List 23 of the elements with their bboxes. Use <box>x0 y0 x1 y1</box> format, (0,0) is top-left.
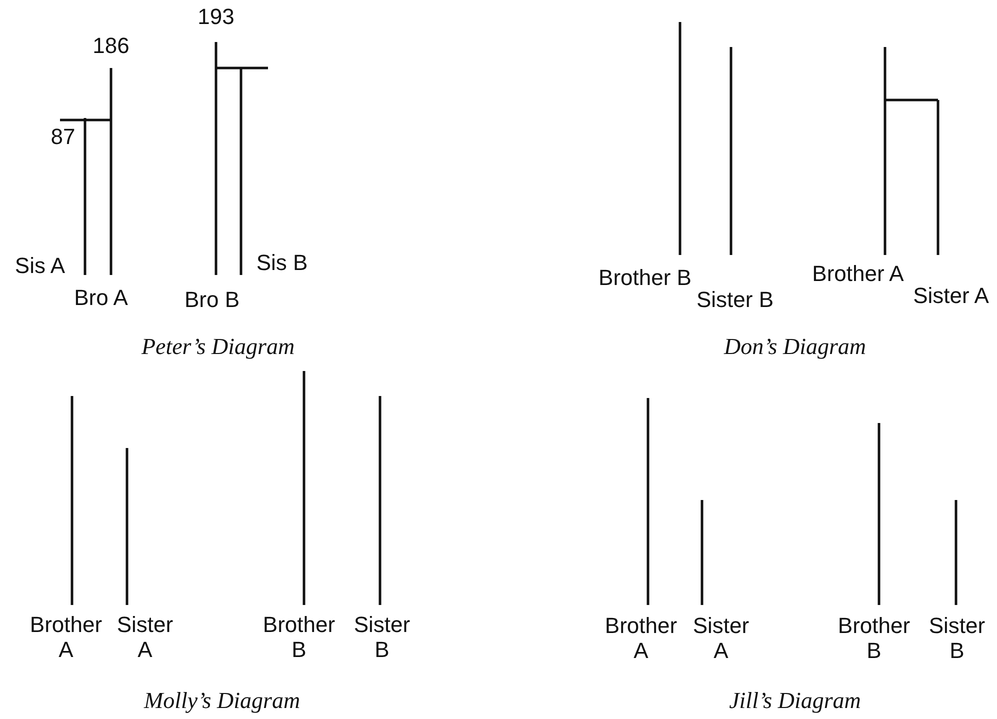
branch-label: Brother B <box>598 265 692 290</box>
branch-label: Brother A <box>812 261 904 286</box>
branch-label: Brother A <box>30 612 102 662</box>
branch-label: Bro B <box>184 287 240 312</box>
branch-label: Sister B <box>354 612 410 662</box>
caption: Molly’s Diagram <box>144 688 300 713</box>
value-label: 186 <box>92 33 130 58</box>
branch-label: Sister A <box>692 613 750 663</box>
branch-label: Brother B <box>838 613 910 663</box>
branch-label: Sis B <box>256 250 308 275</box>
branch-label: Sister B <box>696 287 774 312</box>
caption: Jill’s Diagram <box>729 688 861 713</box>
branch-label: Brother A <box>604 613 678 663</box>
branch-label: Brother B <box>262 612 336 662</box>
branch-label: Sis A <box>14 253 66 278</box>
branch-label: Sister A <box>913 283 989 308</box>
branch-label: Sister B <box>928 613 986 663</box>
caption: Peter’s Diagram <box>141 334 295 359</box>
value-label: 87 <box>50 124 76 149</box>
caption: Don’s Diagram <box>724 334 866 359</box>
branch-label: Sister A <box>116 612 174 662</box>
value-label: 193 <box>198 4 234 29</box>
branch-label: Bro A <box>74 285 128 310</box>
